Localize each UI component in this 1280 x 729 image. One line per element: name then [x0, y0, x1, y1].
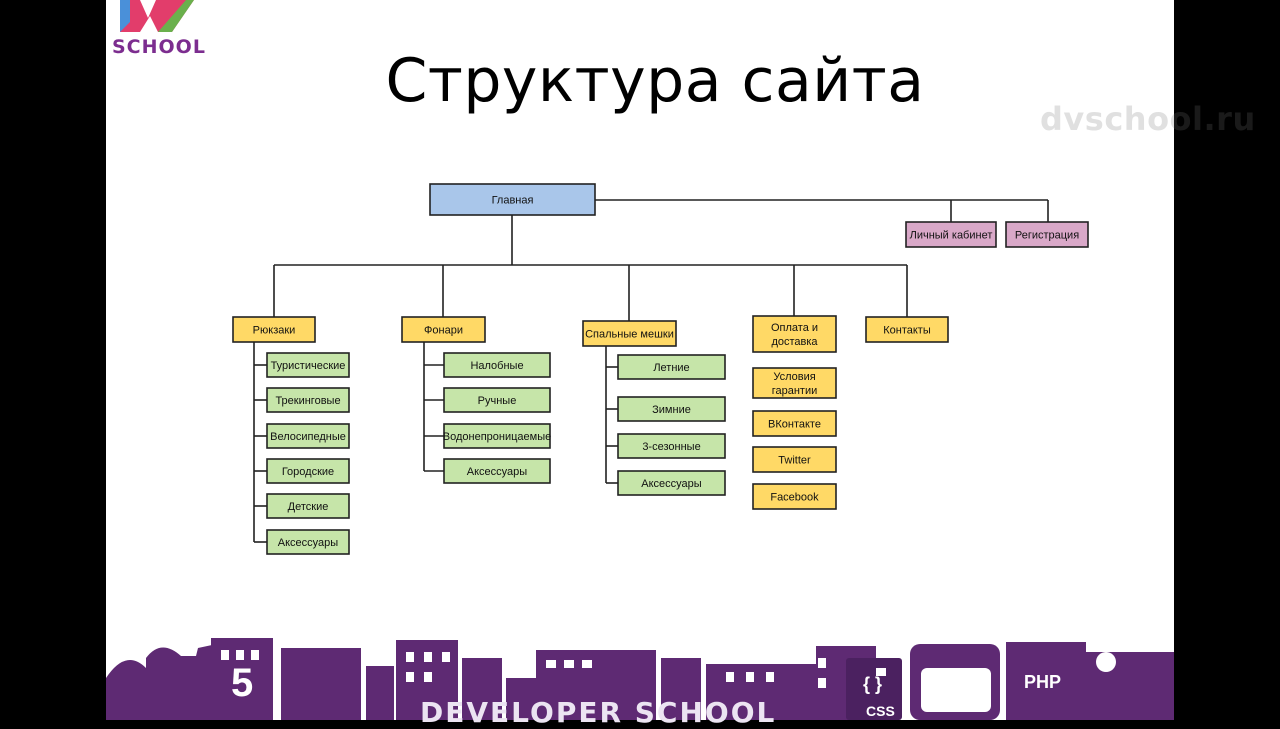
- node-item-0-0: Туристические: [266, 352, 350, 378]
- node-item-1-0-label: Налобные: [470, 360, 523, 372]
- node-account-0-label: Личный кабинет: [910, 230, 993, 242]
- node-section-0: Рюкзаки: [232, 316, 316, 343]
- footer-banner: 5 CSS { } </> PHP: [106, 638, 1174, 720]
- node-section-1: Фонари: [401, 316, 486, 343]
- footer-text: DEVELOPER SCHOOL: [420, 696, 777, 729]
- node-section-2: Спальные мешки: [582, 320, 677, 347]
- node-item-2-1: Зимние: [617, 396, 726, 422]
- html5-icon: 5: [231, 661, 253, 705]
- node-section-0-label: Рюкзаки: [253, 325, 296, 337]
- node-account-1-label: Регистрация: [1015, 230, 1079, 242]
- node-item-3-3-label: Facebook: [770, 492, 819, 504]
- node-item-0-1-label: Трекинговые: [275, 395, 340, 407]
- node-item-2-0-label: Летние: [653, 362, 689, 374]
- braces-icon: { }: [863, 674, 882, 694]
- node-item-2-1-label: Зимние: [652, 404, 691, 416]
- node-item-2-2: 3-сезонные: [617, 433, 726, 459]
- code-window-icon: [921, 668, 991, 712]
- node-item-0-3: Городские: [266, 458, 350, 484]
- logo-text: SCHOOL: [112, 36, 206, 58]
- php-icon: PHP: [1024, 672, 1061, 692]
- node-item-0-0-label: Туристические: [271, 360, 346, 372]
- node-item-1-1: Ручные: [443, 387, 551, 413]
- node-item-0-1: Трекинговые: [266, 387, 350, 413]
- node-item-0-4-label: Детские: [288, 501, 329, 513]
- node-item-2-3-label: Аксессуары: [641, 478, 702, 490]
- node-item-2-2-label: 3-сезонные: [642, 441, 700, 453]
- node-item-0-5: Аксессуары: [266, 529, 350, 555]
- person-icon: [1096, 652, 1116, 672]
- node-item-1-3: Аксессуары: [443, 458, 551, 484]
- watermark: dvschool.ru: [1040, 100, 1256, 138]
- node-section-4: Контакты: [865, 316, 949, 343]
- node-section-2-label: Спальные мешки: [585, 329, 674, 341]
- node-section-1-label: Фонари: [424, 325, 463, 337]
- node-root: Главная: [429, 183, 596, 216]
- node-item-1-0: Налобные: [443, 352, 551, 378]
- node-item-1-2-label: Водонепроницаемые: [443, 431, 551, 443]
- node-item-3-2-label: Twitter: [778, 455, 811, 467]
- node-section-4-label: Контакты: [883, 325, 931, 337]
- node-item-2-3: Аксессуары: [617, 470, 726, 496]
- node-item-2-0: Летние: [617, 354, 726, 380]
- node-item-1-3-label: Аксессуары: [467, 466, 528, 478]
- node-item-3-1: ВКонтакте: [752, 410, 837, 437]
- node-item-3-3: Facebook: [752, 483, 837, 510]
- node-item-3-2: Twitter: [752, 446, 837, 473]
- css-icon: CSS: [866, 703, 895, 719]
- node-account-0: Личный кабинет: [905, 221, 997, 248]
- node-root-label: Главная: [492, 195, 534, 207]
- node-account-1: Регистрация: [1005, 221, 1089, 248]
- node-item-0-2: Велосипедные: [266, 423, 350, 449]
- node-item-0-2-label: Велосипедные: [270, 431, 346, 443]
- node-item-1-1-label: Ручные: [478, 395, 517, 407]
- logo-icon: [120, 0, 194, 32]
- slide-title: Структура сайта: [385, 46, 925, 116]
- node-item-0-4: Детские: [266, 493, 350, 519]
- node-item-0-5-label: Аксессуары: [278, 537, 339, 549]
- node-item-0-3-label: Городские: [282, 466, 334, 478]
- node-item-1-2: Водонепроницаемые: [443, 423, 551, 449]
- node-item-3-1-label: ВКонтакте: [768, 419, 821, 431]
